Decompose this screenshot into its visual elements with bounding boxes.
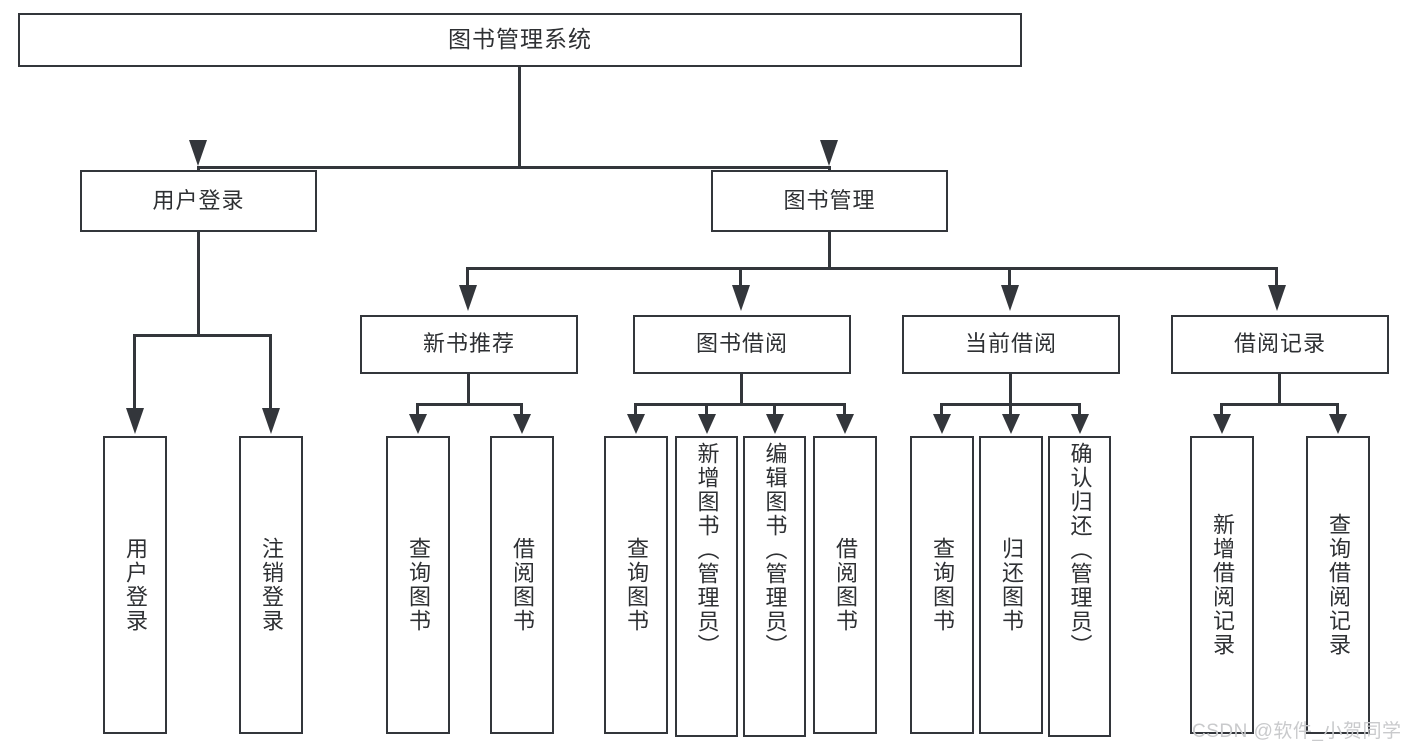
connector-user-login-child-1 — [133, 334, 136, 410]
connector-book-mgmt-child-3 — [1008, 267, 1011, 287]
connector-new-book-bar — [416, 403, 523, 406]
connector-new-book-child-2 — [520, 403, 523, 415]
connector-user-login-stem — [197, 232, 200, 336]
connector-new-book-child-1 — [416, 403, 419, 415]
arrow-book-mgmt-child-1 — [459, 285, 477, 311]
arrow-borrow-record-child-1 — [1213, 414, 1231, 434]
node-new-book-recommend[interactable]: 新书推荐 — [360, 315, 578, 374]
leaf-book-borrow-add[interactable]: 新增图书（管理员） — [675, 436, 738, 737]
node-label: 查询图书 — [929, 537, 955, 633]
arrow-book-borrow-child-2 — [698, 414, 716, 434]
connector-book-borrow-child-1 — [634, 403, 637, 415]
arrow-root-to-book-mgmt — [820, 140, 838, 166]
node-label: 图书管理系统 — [448, 26, 592, 53]
arrow-root-to-user-login — [189, 140, 207, 166]
connector-user-login-bar — [133, 334, 272, 337]
arrow-current-borrow-child-1 — [933, 414, 951, 434]
connector-borrow-record-child-2 — [1336, 403, 1339, 415]
connector-new-book-stem — [467, 374, 470, 405]
node-label: 图书管理 — [783, 187, 876, 213]
connector-borrow-record-stem — [1278, 374, 1281, 405]
arrow-book-mgmt-child-4 — [1268, 285, 1286, 311]
connector-book-mgmt-stem — [828, 232, 831, 270]
node-label: 用户登录 — [122, 537, 148, 633]
leaf-user-login-login[interactable]: 用户登录 — [103, 436, 167, 734]
arrow-user-login-child-2 — [262, 408, 280, 434]
node-book-management-system[interactable]: 图书管理系统 — [18, 13, 1022, 67]
connector-current-borrow-child-1 — [940, 403, 943, 415]
node-current-borrow[interactable]: 当前借阅 — [902, 315, 1120, 374]
arrow-user-login-child-1 — [126, 408, 144, 434]
arrow-book-borrow-child-1 — [627, 414, 645, 434]
node-label: 新书推荐 — [422, 331, 515, 357]
leaf-current-borrow-query[interactable]: 查询图书 — [910, 436, 974, 734]
leaf-new-book-query[interactable]: 查询图书 — [386, 436, 450, 734]
connector-book-borrow-stem — [740, 374, 743, 405]
node-book-management[interactable]: 图书管理 — [711, 170, 948, 232]
node-label: 查询图书 — [405, 537, 431, 633]
node-label: 确认归还（管理员） — [1067, 442, 1093, 658]
leaf-book-borrow-query[interactable]: 查询图书 — [604, 436, 668, 734]
node-label: 查询图书 — [623, 537, 649, 633]
leaf-user-login-logout[interactable]: 注销登录 — [239, 436, 303, 734]
arrow-book-borrow-child-3 — [766, 414, 784, 434]
watermark-text: CSDN @软件_小贺同学 — [1192, 721, 1402, 742]
node-label: 借阅图书 — [509, 537, 535, 633]
arrow-borrow-record-child-2 — [1329, 414, 1347, 434]
arrow-new-book-child-1 — [409, 414, 427, 434]
arrow-current-borrow-child-2 — [1002, 414, 1020, 434]
node-user-login[interactable]: 用户登录 — [80, 170, 317, 232]
connector-book-borrow-child-2 — [705, 403, 708, 415]
node-label: 当前借阅 — [964, 331, 1057, 357]
leaf-new-book-borrow[interactable]: 借阅图书 — [490, 436, 554, 734]
node-label: 注销登录 — [258, 537, 284, 633]
leaf-current-borrow-confirm-return[interactable]: 确认归还（管理员） — [1048, 436, 1111, 737]
leaf-borrow-record-query[interactable]: 查询借阅记录 — [1306, 436, 1370, 734]
node-label: 查询借阅记录 — [1325, 513, 1351, 657]
connector-root-bar — [197, 166, 831, 169]
connector-book-borrow-child-3 — [773, 403, 776, 415]
leaf-book-borrow-borrow[interactable]: 借阅图书 — [813, 436, 877, 734]
connector-user-login-child-2 — [269, 334, 272, 410]
connector-book-mgmt-child-2 — [739, 267, 742, 287]
node-label: 借阅记录 — [1233, 331, 1326, 357]
connector-book-borrow-bar — [634, 403, 846, 406]
connector-book-mgmt-bar — [466, 267, 1278, 270]
arrow-book-borrow-child-4 — [836, 414, 854, 434]
arrow-current-borrow-child-3 — [1071, 414, 1089, 434]
node-label: 图书借阅 — [695, 331, 788, 357]
arrow-book-mgmt-child-3 — [1001, 285, 1019, 311]
node-label: 归还图书 — [998, 537, 1024, 633]
arrow-book-mgmt-child-2 — [732, 285, 750, 311]
node-label: 借阅图书 — [832, 537, 858, 633]
node-label: 新增借阅记录 — [1209, 513, 1235, 657]
connector-root-stem — [518, 67, 521, 168]
arrow-new-book-child-2 — [513, 414, 531, 434]
node-label: 用户登录 — [152, 187, 245, 213]
connector-current-borrow-stem — [1009, 374, 1012, 405]
leaf-current-borrow-return[interactable]: 归还图书 — [979, 436, 1043, 734]
leaf-book-borrow-edit[interactable]: 编辑图书（管理员） — [743, 436, 806, 737]
connector-book-borrow-child-4 — [843, 403, 846, 415]
connector-book-mgmt-child-1 — [466, 267, 469, 287]
connector-borrow-record-child-1 — [1220, 403, 1223, 415]
connector-borrow-record-bar — [1220, 403, 1339, 406]
leaf-borrow-record-add[interactable]: 新增借阅记录 — [1190, 436, 1254, 734]
connector-book-mgmt-child-4 — [1275, 267, 1278, 287]
node-borrow-record[interactable]: 借阅记录 — [1171, 315, 1389, 374]
node-book-borrow[interactable]: 图书借阅 — [633, 315, 851, 374]
connector-current-borrow-child-3 — [1078, 403, 1081, 415]
node-label: 编辑图书（管理员） — [762, 442, 788, 658]
node-label: 新增图书（管理员） — [694, 442, 720, 658]
connector-current-borrow-child-2 — [1009, 403, 1012, 415]
